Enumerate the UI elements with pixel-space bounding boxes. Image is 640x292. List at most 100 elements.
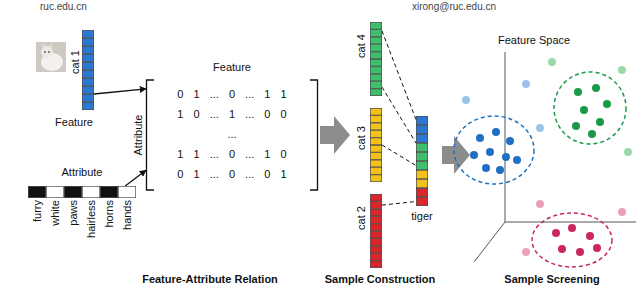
vector-cell	[46, 186, 63, 197]
sample-dot	[502, 153, 510, 161]
vector-cell	[416, 197, 427, 205]
dashed-connector	[382, 145, 416, 166]
vector-cell	[370, 209, 381, 216]
vector-label: cat 4	[355, 34, 368, 58]
vector-cell	[416, 188, 427, 196]
axis	[505, 222, 636, 223]
sample-dot	[476, 134, 484, 142]
vector-cells	[416, 116, 428, 206]
axis	[474, 222, 505, 262]
vector-cell	[82, 102, 93, 109]
stage-caption: Sample Construction	[325, 273, 436, 286]
sample-dot	[588, 130, 596, 138]
sample-dot	[586, 232, 594, 240]
sample-dot	[486, 148, 494, 156]
sample-dot	[496, 166, 504, 174]
sample-dot	[492, 128, 500, 136]
sample-dot	[522, 80, 530, 88]
vector-cell	[370, 116, 381, 123]
vector-cell	[370, 145, 381, 152]
vector-label: cat 1	[69, 50, 82, 74]
sample-dot	[506, 137, 514, 145]
attribute-label: furry	[31, 200, 44, 222]
sample-dot	[536, 124, 544, 132]
sample-dot	[548, 58, 556, 66]
sample-dot	[576, 248, 584, 256]
vector-cell	[370, 246, 381, 253]
vector-cell	[370, 30, 381, 37]
attribute-label: hairless	[85, 200, 98, 238]
feature-vector: cat 1	[82, 30, 94, 110]
vector-cell	[370, 22, 381, 29]
cat-ear	[49, 43, 52, 49]
vector-cell	[370, 202, 381, 209]
relation-matrix: FeatureAttribute0 1 ... 0 ... 1 11 0 ...…	[146, 80, 318, 190]
vector-cell	[82, 78, 93, 85]
matrix-text: Feature	[213, 61, 251, 74]
vector-label: cat 3	[355, 126, 368, 150]
vector-cells	[370, 194, 382, 268]
stage-caption: Feature-Attribute Relation	[142, 273, 278, 286]
vector-cell	[100, 186, 117, 197]
vector-cell	[370, 52, 381, 59]
vector-cell	[28, 186, 45, 197]
header-text: xirong@ruc.edu.cn	[412, 0, 496, 13]
vector-cell	[370, 254, 381, 261]
vector-cell	[370, 239, 381, 246]
sample-dot	[572, 122, 580, 130]
panel-title: Feature Space	[498, 34, 570, 47]
sample-dot	[482, 164, 490, 172]
sample-dot	[624, 148, 632, 156]
sample-dot	[513, 156, 521, 164]
vector-cell	[82, 30, 93, 37]
vector-cell	[82, 186, 99, 197]
vector-cell	[370, 82, 381, 89]
cat-eye	[48, 51, 50, 53]
vector-cell	[416, 161, 427, 169]
vector-cell	[82, 54, 93, 61]
vector-cell	[82, 86, 93, 93]
vector-cell	[416, 134, 427, 142]
stage-arrow	[320, 116, 350, 154]
sample-dot	[462, 96, 470, 104]
class-vector: cat 4	[370, 22, 382, 96]
header-text: ruc.edu.cn	[40, 0, 87, 13]
vector-cell	[370, 131, 381, 138]
dashed-connector	[382, 87, 416, 143]
sample-dot	[596, 118, 604, 126]
synthetic-vector: tiger	[416, 116, 428, 206]
dashed-connector	[382, 31, 416, 120]
attribute-vector: Attributefurrywhitepawshairlesshornshand…	[28, 186, 136, 198]
attribute-label: white	[49, 200, 62, 226]
cluster-outline	[454, 116, 534, 184]
sample-dot	[536, 200, 544, 208]
vector-cell	[82, 94, 93, 101]
matrix-text: 1 1 ... 0 ... 1 0	[177, 148, 286, 161]
vector-cell	[118, 186, 135, 197]
vector-cells	[370, 22, 382, 96]
vector-cell	[82, 46, 93, 53]
vector-cells	[370, 108, 382, 182]
dashed-connector	[382, 202, 416, 206]
vector-cell	[370, 89, 381, 96]
vector-cell	[370, 224, 381, 231]
image-caption: Feature	[55, 116, 93, 129]
vector-cell	[370, 108, 381, 115]
stage-caption: Sample Screening	[504, 273, 599, 286]
class-vector: cat 2	[370, 194, 382, 268]
vector-cell	[416, 125, 427, 133]
attribute-label: Attribute	[62, 166, 103, 179]
sample-dot	[603, 100, 611, 108]
vector-cell	[370, 37, 381, 44]
sample-dot	[618, 208, 626, 216]
matrix-text: 0 1 ... 0 ... 0 1	[177, 168, 286, 181]
vector-cell	[370, 231, 381, 238]
sample-dot	[522, 248, 530, 256]
vector-cell	[82, 70, 93, 77]
arrow-connector	[94, 89, 146, 94]
vector-cell	[370, 74, 381, 81]
stage-arrow	[442, 136, 470, 174]
vector-cell	[370, 45, 381, 52]
vector-cell	[370, 194, 381, 201]
